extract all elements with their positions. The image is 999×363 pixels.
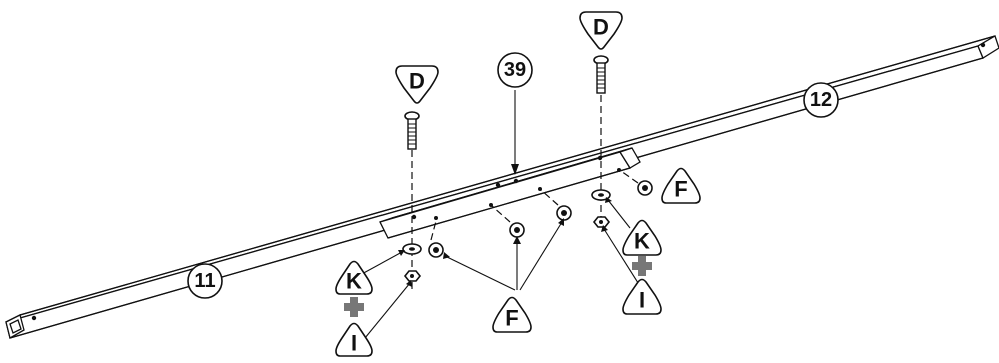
svg-text:F: F xyxy=(674,177,687,202)
screw-middle-1 xyxy=(491,205,525,238)
tube-hole-right xyxy=(980,42,986,48)
svg-text:K: K xyxy=(634,229,650,254)
tube-end-right xyxy=(977,35,999,59)
callout-F-bottom: F xyxy=(492,296,532,333)
left-bolt-stack xyxy=(402,111,444,290)
screw-middle-2 xyxy=(540,189,572,221)
callout-11: 11 xyxy=(187,263,223,299)
bolt-shank-right xyxy=(596,62,606,94)
svg-text:11: 11 xyxy=(194,270,215,292)
svg-text:D: D xyxy=(409,69,425,94)
callout-F-right: F xyxy=(661,167,701,204)
svg-text:K: K xyxy=(346,269,362,294)
plus-icon-right xyxy=(632,256,652,276)
leader-lines xyxy=(359,90,641,339)
callout-12: 12 xyxy=(803,82,839,118)
callout-39: 39 xyxy=(497,52,533,88)
svg-text:F: F xyxy=(505,306,518,331)
callout-K-left: K xyxy=(335,260,373,295)
tube-hole-left xyxy=(31,315,37,321)
bolt-shank-left xyxy=(407,118,417,150)
callout-I-right: I xyxy=(622,278,662,315)
callout-D-left: D xyxy=(395,65,439,104)
callout-I-left: I xyxy=(335,322,373,357)
callout-K-right: K xyxy=(622,219,662,256)
svg-text:12: 12 xyxy=(810,89,832,111)
screw-left xyxy=(428,220,444,258)
screw-right xyxy=(620,170,653,196)
plus-icon-left xyxy=(344,297,364,317)
joiner-sleeve xyxy=(379,147,641,239)
callout-D-right: D xyxy=(579,11,623,50)
tube-end-left-inner xyxy=(9,319,22,334)
svg-text:39: 39 xyxy=(504,59,526,81)
right-bolt-stack xyxy=(591,55,653,228)
svg-text:D: D xyxy=(593,15,609,40)
svg-text:I: I xyxy=(639,288,645,313)
svg-text:I: I xyxy=(351,331,357,356)
